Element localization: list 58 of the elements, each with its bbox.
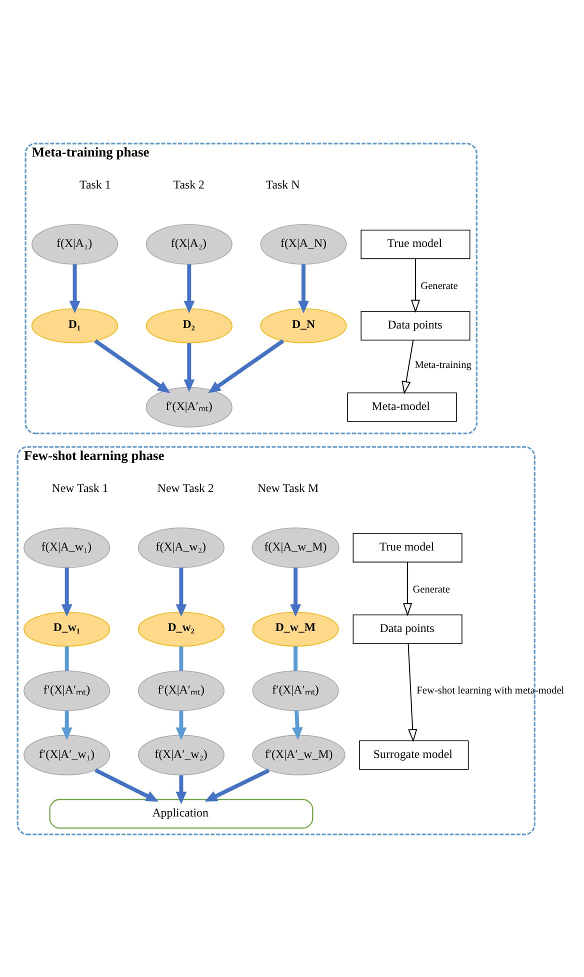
arrow (208, 338, 284, 393)
arrow (290, 567, 302, 616)
connector (179, 646, 184, 670)
arrow (184, 264, 195, 313)
node-ellipse: f′(X|A′ₘₜ) (146, 386, 232, 427)
edge-label: Few-shot learning with meta-model (416, 684, 564, 696)
node-ellipse: D_w₂ (138, 611, 224, 646)
node-ellipse: f′(X|A′ₘₜ) (252, 670, 339, 710)
arrow (402, 339, 414, 394)
arrow (176, 567, 187, 616)
arrow (292, 710, 303, 740)
node-ellipse: f(X|A₁) (32, 224, 118, 264)
node-ellipse: D₂ (146, 308, 232, 343)
label: New Task 2 (157, 480, 214, 494)
node-ellipse: f(X|A_N) (260, 224, 347, 264)
node-box: True model (352, 532, 462, 562)
arrow (69, 264, 80, 313)
node-box: Meta-model (347, 392, 457, 422)
node-box: Application (49, 798, 314, 828)
edge-label: Generate (412, 584, 450, 596)
label: Task 1 (80, 176, 111, 191)
node-box: Data points (352, 614, 462, 644)
arrow (408, 642, 418, 742)
label: Task N (266, 176, 300, 191)
node-ellipse: f(X|A′_w₂) (138, 734, 224, 775)
node-box: Data points (360, 310, 470, 340)
node-ellipse: D_N (260, 308, 347, 343)
connector (294, 646, 298, 670)
arrow (94, 338, 170, 393)
arrow (402, 561, 412, 616)
node-ellipse: f′(X|A′_w_M) (252, 734, 346, 775)
arrow (176, 774, 187, 804)
node-ellipse: D_w_M (252, 611, 339, 646)
arrow (176, 710, 187, 740)
label: New Task M (257, 480, 319, 494)
node-ellipse: f(X|A_w₁) (24, 527, 110, 568)
label: New Task 1 (52, 480, 108, 494)
arrow (298, 264, 309, 313)
node-ellipse: D_w₁ (24, 611, 110, 646)
node-ellipse: f(X|A₂) (146, 224, 232, 264)
node-ellipse: D₁ (32, 308, 118, 343)
arrow (61, 710, 72, 740)
connector (64, 646, 69, 670)
arrow (184, 342, 195, 392)
node-ellipse: f′(X|A′ₘₜ) (24, 670, 110, 710)
node-ellipse: f′(X|A′ₘₜ) (138, 670, 224, 710)
node-ellipse: f(X|A_w₂) (138, 527, 224, 568)
arrow (204, 768, 270, 802)
node-ellipse: f(X|A_w_M) (252, 527, 340, 568)
label: Task 2 (173, 176, 205, 191)
node-box: True model (360, 229, 470, 259)
arrow (61, 567, 72, 616)
arrow (410, 258, 420, 312)
arrow (94, 768, 159, 802)
edge-label: Generate (420, 280, 458, 292)
edge-label: Meta-training (414, 359, 472, 370)
node-box: Surrogate model (359, 740, 469, 770)
node-ellipse: f′(X|A′_w₁) (24, 734, 110, 775)
